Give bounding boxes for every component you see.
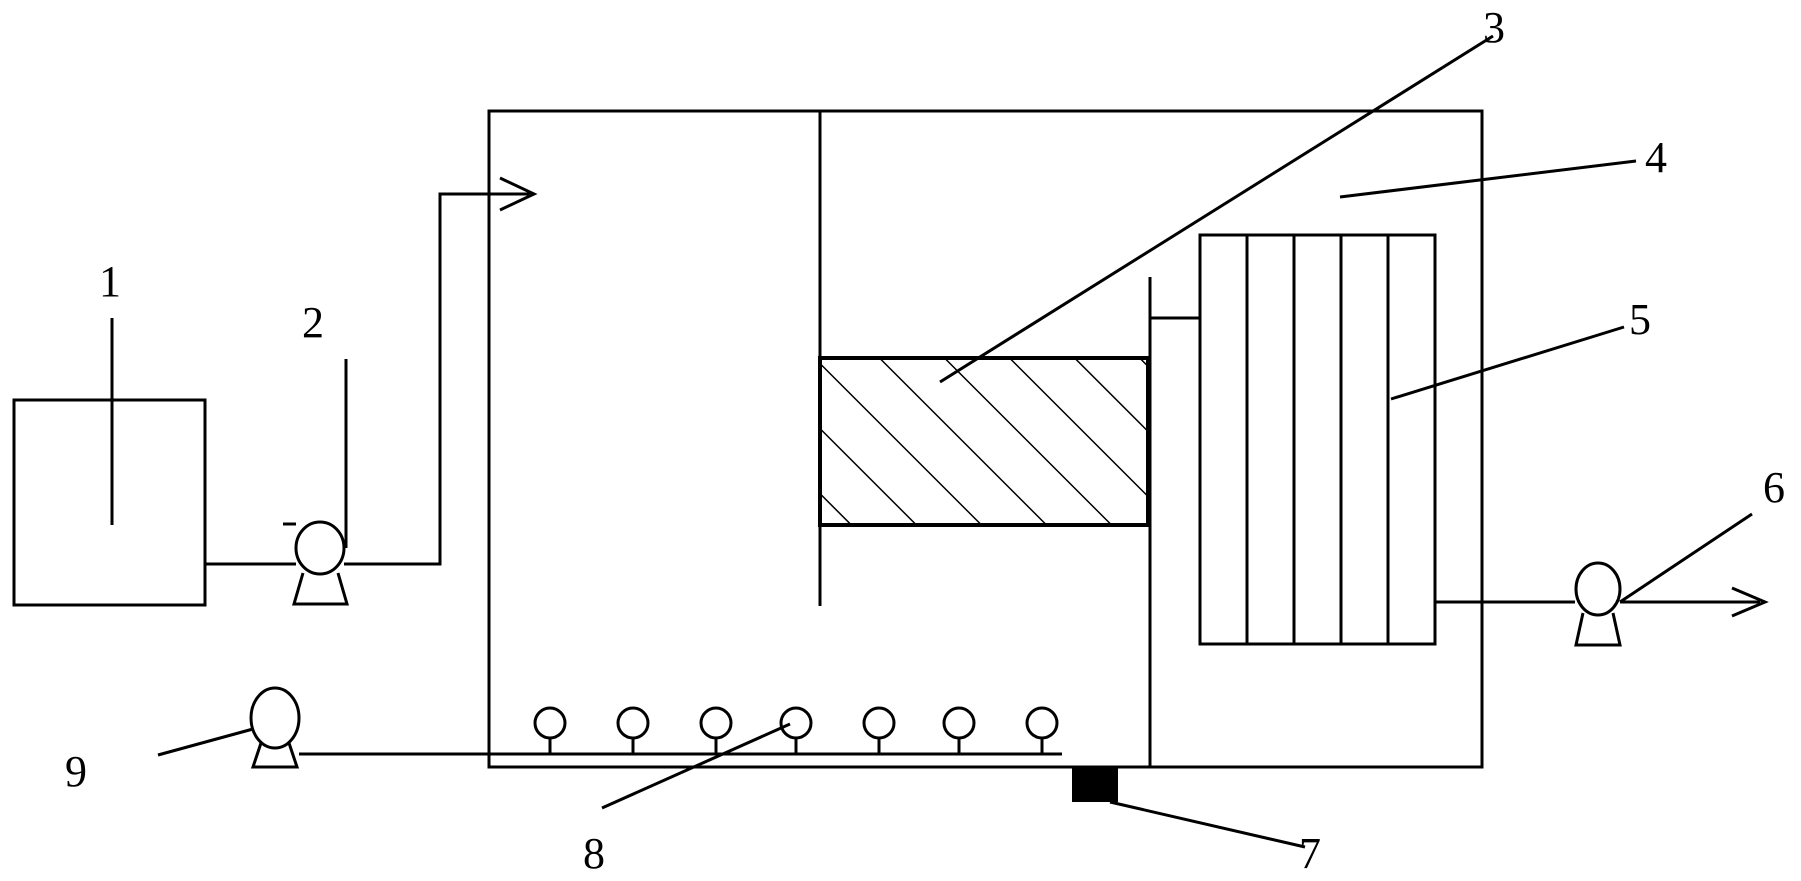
label-8: 8 — [583, 829, 605, 878]
drain-valve — [1072, 767, 1118, 802]
effluent-arrow-head — [1731, 586, 1769, 618]
leader-9 — [157, 727, 254, 757]
blower — [249, 686, 301, 769]
label-5: 5 — [1629, 295, 1651, 344]
packing-zone — [818, 356, 1150, 527]
feed-pipe-riser — [344, 192, 530, 566]
effluent-pump — [1574, 561, 1622, 647]
leader-8 — [601, 722, 791, 810]
label-7: 7 — [1299, 829, 1321, 878]
inflow-arrow-head — [499, 176, 538, 212]
membrane-module — [1198, 233, 1437, 646]
leader-4 — [1339, 159, 1637, 199]
feed-tank — [12, 398, 207, 607]
reactor-tank — [487, 109, 1484, 769]
label-2: 2 — [302, 298, 324, 347]
label-3: 3 — [1483, 3, 1505, 52]
label-1: 1 — [99, 257, 121, 306]
label-9: 9 — [65, 747, 87, 796]
label-6: 6 — [1763, 463, 1785, 512]
feed-pump — [283, 520, 349, 606]
label-4: 4 — [1645, 133, 1667, 182]
aeration-diffusers — [533, 706, 1059, 754]
leader-6 — [1619, 512, 1753, 604]
leader-3 — [939, 34, 1494, 384]
leader-5 — [1390, 325, 1625, 401]
leader-7 — [1109, 800, 1306, 849]
